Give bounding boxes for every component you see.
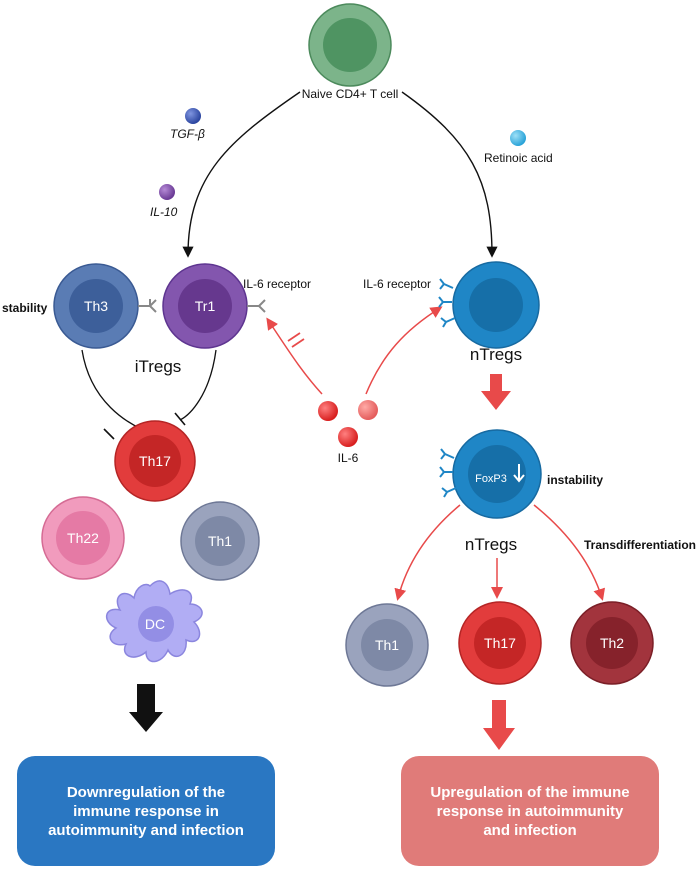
downregulation-outcome-box: Downregulation of the immune response in… xyxy=(17,756,275,866)
tgf-beta-icon xyxy=(185,108,201,124)
naive-cd4-t-cell xyxy=(308,3,392,87)
th1-right-cell xyxy=(345,603,429,687)
th17-left-label: Th17 xyxy=(139,453,171,469)
transdifferentiation-label: Transdifferentiation xyxy=(584,538,696,552)
down-arrow-ntregs xyxy=(481,374,511,410)
th2-label: Th2 xyxy=(600,635,624,651)
arrow-naive-to-ntregs xyxy=(401,91,498,258)
ntregs-top-label: nTregs xyxy=(470,345,522,364)
il6-label: IL-6 xyxy=(338,451,359,465)
th17-left-cell xyxy=(114,420,196,502)
th22-label: Th22 xyxy=(67,530,99,546)
th1-right-label: Th1 xyxy=(375,637,399,653)
th22-cell xyxy=(41,496,125,580)
il10-label: IL-10 xyxy=(150,205,178,219)
th1-left-cell xyxy=(180,501,260,581)
th17-right-label: Th17 xyxy=(484,635,516,651)
down-arrow-right xyxy=(483,700,515,750)
ntregs-bottom-label: nTregs xyxy=(465,535,517,554)
upregulation-outcome-box: Upregulation of the immune response in a… xyxy=(401,756,659,866)
retinoic-acid-icon xyxy=(510,130,526,146)
il6-to-tr1-arrow xyxy=(266,317,323,395)
th3-label: Th3 xyxy=(84,298,108,314)
tr1-cell xyxy=(162,263,266,349)
down-arrow-left xyxy=(129,684,163,732)
itregs-label: iTregs xyxy=(135,357,182,376)
th3-cell xyxy=(53,263,157,349)
th1-left-label: Th1 xyxy=(208,533,232,549)
instability-label: instability xyxy=(547,473,603,487)
il6-receptor-label-right: IL-6 receptor xyxy=(363,277,431,291)
il6-receptor-label-left: IL-6 receptor xyxy=(243,277,311,291)
downregulation-outcome-text: Downregulation of the immune response in… xyxy=(48,783,244,839)
retinoic-acid-label: Retinoic acid xyxy=(484,151,553,165)
il6-ball-2 xyxy=(358,400,378,420)
arrow-naive-to-itregs xyxy=(182,91,301,258)
th2-cell xyxy=(570,601,654,685)
dendritic-cell xyxy=(106,580,203,663)
il10-icon xyxy=(159,184,175,200)
stability-label: stability xyxy=(2,301,48,315)
dc-label: DC xyxy=(145,616,165,632)
foxp3-label: FoxP3 xyxy=(475,473,507,485)
foxp3-ntregs-cell xyxy=(439,429,542,519)
arrow-to-th1-right xyxy=(394,504,461,601)
ntregs-top-cell xyxy=(438,261,540,349)
upregulation-outcome-text: Upregulation of the immune response in a… xyxy=(430,783,630,839)
il6-to-ntregs-arrow xyxy=(365,306,443,395)
inhibit-tr1-to-th17 xyxy=(179,349,217,421)
il6-ball-1 xyxy=(318,401,338,421)
il6-ball-3 xyxy=(338,427,358,447)
th17-right-cell xyxy=(458,601,542,685)
tr1-label: Tr1 xyxy=(195,298,216,314)
tgf-beta-label: TGF-β xyxy=(170,127,205,141)
naive-cell-label: Naive CD4+ T cell xyxy=(302,87,399,101)
downregulation-arrow-icon xyxy=(513,464,525,483)
arrow-to-th2 xyxy=(533,504,606,601)
